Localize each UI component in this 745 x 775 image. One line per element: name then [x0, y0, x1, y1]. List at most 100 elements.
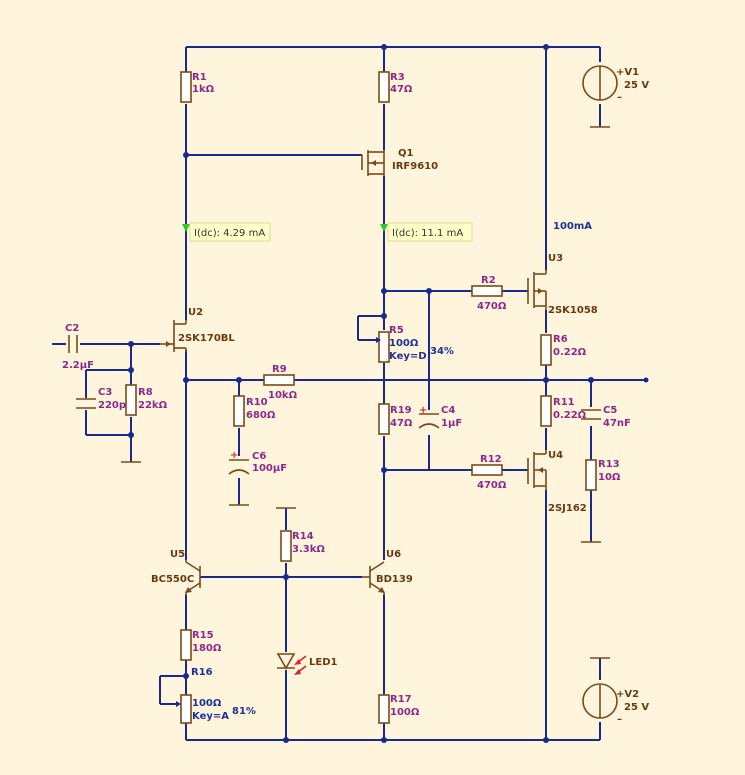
u2-ref: U2	[188, 307, 203, 318]
r11-ref: R11	[553, 397, 575, 408]
q1-ref: Q1	[398, 148, 414, 159]
resistor-r10[interactable]: R10 680Ω	[233, 395, 276, 427]
junctions	[128, 44, 649, 743]
probe-1[interactable]: I(dc): 4.29 mA	[182, 222, 271, 242]
r16-ref: R16	[191, 667, 213, 678]
led-led1[interactable]: LED1	[276, 653, 338, 675]
c3-value: 220pF	[98, 400, 133, 411]
resistor-r1[interactable]: R1 1kΩ	[180, 71, 215, 103]
probe-2-label: I(dc): 11.1 mA	[392, 228, 463, 239]
capacitor-c6[interactable]: + C6 100µF	[228, 450, 287, 475]
mosfet-q1[interactable]: Q1 IRF9610	[361, 148, 438, 176]
jfet-u2[interactable]: U2 2SK170BL	[160, 307, 235, 352]
u2-part: 2SK170BL	[178, 333, 235, 344]
u6-ref: U6	[386, 549, 401, 560]
r10-ref: R10	[246, 397, 268, 408]
c2-value: 2.2µF	[62, 360, 94, 371]
r1-value: 1kΩ	[192, 84, 215, 95]
u4-part: 2SJ162	[548, 503, 587, 514]
resistor-r19[interactable]: R19 47Ω	[378, 403, 413, 435]
c6-ref: C6	[252, 451, 266, 462]
r11-value: 0.22Ω	[553, 410, 587, 421]
resistor-r6[interactable]: R6 0.22Ω	[540, 334, 587, 366]
u5-part: BC550C	[151, 574, 194, 585]
r13-value: 10Ω	[598, 472, 621, 483]
led1-ref: LED1	[309, 657, 338, 668]
r3-ref: R3	[390, 72, 405, 83]
c6-plus-icon: +	[230, 450, 238, 461]
led-arrow-icon	[294, 659, 301, 665]
r14-value: 3.3kΩ	[292, 544, 325, 555]
v2-value: 25 V	[624, 702, 649, 713]
r5-ref: R5	[389, 325, 404, 336]
capacitor-c3[interactable]: C3 220pF	[76, 387, 133, 411]
r8-value: 22kΩ	[138, 400, 168, 411]
resistor-r17[interactable]: R17 100Ω	[378, 694, 420, 724]
r1-ref: R1	[192, 72, 207, 83]
c4-value: 1µF	[441, 418, 462, 429]
v1-minus: –	[617, 92, 622, 103]
r17-value: 100Ω	[390, 707, 420, 718]
transistor-u5[interactable]: U5 BC550C	[151, 549, 201, 595]
c5-ref: C5	[603, 405, 617, 416]
c6-value: 100µF	[252, 463, 287, 474]
r5-value: 100Ω	[389, 338, 419, 349]
r12-ref: R12	[480, 454, 502, 465]
u3-ref: U3	[548, 253, 563, 264]
voltage-source-v2[interactable]: +V2 25 V –	[582, 683, 649, 725]
r2-value: 470Ω	[477, 301, 507, 312]
probe-1-label: I(dc): 4.29 mA	[194, 228, 265, 239]
r2-ref: R2	[481, 275, 496, 286]
potentiometer-r5[interactable]: R5 100Ω Key=D 34%	[376, 325, 454, 363]
transistor-u6[interactable]: U6 BD139	[362, 549, 413, 595]
r17-ref: R17	[390, 694, 412, 705]
r16-value: 100Ω	[192, 698, 222, 709]
r16-key: Key=A	[192, 711, 229, 722]
resistor-r8[interactable]: R8 22kΩ	[125, 384, 168, 416]
r16-percent: 81%	[232, 706, 256, 717]
r12-value: 470Ω	[477, 480, 507, 491]
q1-part: IRF9610	[392, 161, 438, 172]
resistor-r12[interactable]: R12 470Ω	[471, 454, 507, 491]
u4-ref: U4	[548, 450, 563, 461]
wires	[52, 46, 646, 741]
capacitor-c4[interactable]: + C4 1µF	[418, 405, 462, 429]
resistor-r13[interactable]: R13 10Ω	[585, 459, 621, 491]
r6-value: 0.22Ω	[553, 347, 587, 358]
r14-ref: R14	[292, 531, 314, 542]
r19-ref: R19	[390, 405, 412, 416]
probe-2[interactable]: I(dc): 11.1 mA	[380, 222, 473, 242]
v1-value: 25 V	[624, 80, 649, 91]
voltage-source-v1[interactable]: +V1 25 V –	[582, 65, 649, 103]
r10-value: 680Ω	[246, 410, 276, 421]
resistor-r14[interactable]: R14 3.3kΩ	[280, 530, 325, 562]
probe-1-arrow-icon	[182, 224, 190, 232]
r5-key: Key=D	[389, 351, 427, 362]
mosfet-u3[interactable]: U3 2SK1058	[527, 253, 598, 316]
r9-ref: R9	[272, 364, 287, 375]
potentiometer-r16[interactable]: R16 100Ω Key=A 81%	[176, 667, 256, 724]
c4-ref: C4	[441, 405, 455, 416]
resistor-r11[interactable]: R11 0.22Ω	[540, 395, 587, 427]
r19-value: 47Ω	[390, 418, 413, 429]
r3-value: 47Ω	[390, 84, 413, 95]
capacitor-c5[interactable]: C5 47nF	[581, 405, 631, 429]
resistor-r2[interactable]: R2 470Ω	[471, 275, 507, 312]
r13-ref: R13	[598, 459, 620, 470]
resistor-r9[interactable]: R9 10kΩ	[263, 364, 298, 401]
u6-part: BD139	[376, 574, 413, 585]
capacitor-c2[interactable]: C2 2.2µF	[62, 323, 94, 371]
r5-percent: 34%	[430, 346, 454, 357]
current-annotation: 100mA	[553, 221, 592, 232]
r6-ref: R6	[553, 334, 568, 345]
resistor-r15[interactable]: R15 180Ω	[180, 629, 222, 661]
resistor-r3[interactable]: R3 47Ω	[378, 71, 413, 103]
c4-plus-icon: +	[419, 405, 427, 416]
r9-value: 10kΩ	[268, 390, 298, 401]
u5-ref: U5	[170, 549, 185, 560]
c5-value: 47nF	[603, 418, 631, 429]
c3-ref: C3	[98, 387, 112, 398]
r15-value: 180Ω	[192, 643, 222, 654]
mosfet-u4[interactable]: U4 2SJ162	[527, 450, 587, 514]
